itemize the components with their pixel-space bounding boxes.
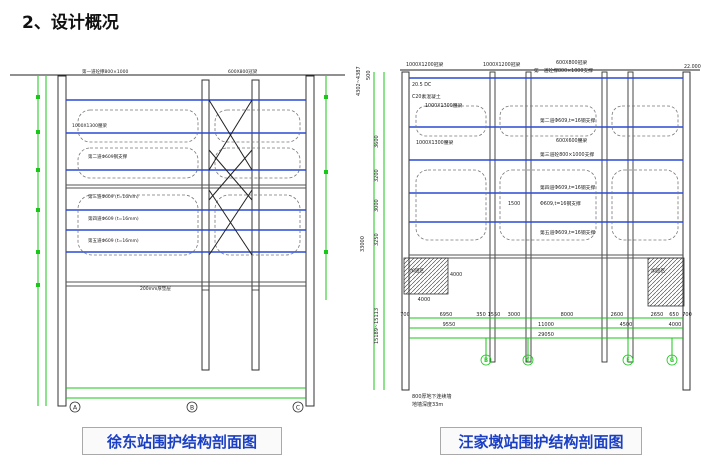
right-axis-b: B xyxy=(484,357,488,364)
dim-h-2: 3600 xyxy=(374,135,380,148)
dim-r1-6: 2600 xyxy=(611,312,624,318)
dim-h-7: 15189~15113 xyxy=(374,308,380,344)
label-strut1: 第一道砼撑800×1000支撑 xyxy=(534,67,593,74)
dim-r1-8: 650 xyxy=(669,312,679,318)
dim-total: 29050 xyxy=(538,332,554,338)
label-beam2: 1000X1300腰梁 xyxy=(425,102,462,109)
caption-right: 汪家墩站围护结构剖面图 xyxy=(440,427,642,455)
dim-r1-9: 700 xyxy=(682,312,692,318)
dim-r2-0: 9550 xyxy=(443,322,456,328)
left-axis-a: A xyxy=(73,405,78,412)
label-strut3: 第三道砼800×1000支撑 xyxy=(540,151,594,158)
label-strut5: Φ609,t=16钢支撑 xyxy=(540,200,581,207)
dim-h-1: 500 xyxy=(366,70,372,80)
svg-text:第四道Φ609 (t=16mm): 第四道Φ609 (t=16mm) xyxy=(88,215,139,222)
dim-r1-0: 700 xyxy=(400,312,410,318)
dim-r1-7: 2650 xyxy=(651,312,664,318)
label-soil: 20.5 DC xyxy=(412,82,432,88)
right-wall xyxy=(305,75,315,407)
right-fig-right-wall xyxy=(682,71,691,391)
reinforce-zone-right xyxy=(647,257,685,307)
svg-text:第三道Φ609 (t=16mm): 第三道Φ609 (t=16mm) xyxy=(88,193,139,200)
left-wall xyxy=(57,75,67,407)
right-axis-c: C xyxy=(526,357,530,364)
dim-h-3: 3200 xyxy=(374,169,380,182)
right-axis-g: G xyxy=(670,357,675,364)
label-elev: 22.000 xyxy=(684,64,701,70)
label-strut4: 第四道Φ609,t=16钢支撑 xyxy=(540,184,595,191)
dim-h-0: 4302~4387 xyxy=(356,66,362,96)
left-section-drawing: 第一道砼撑800×1000 600X800冠梁 1000X1300腰梁 第二道Φ… xyxy=(10,68,345,413)
svg-text:第一道砼撑800×1000: 第一道砼撑800×1000 xyxy=(82,68,128,75)
label-beam-mid: 1000X1200冠梁 xyxy=(483,61,520,68)
dim-r2-1: 11000 xyxy=(538,322,554,328)
label-reinf-right: 加固区 xyxy=(651,267,666,274)
label-beam-left: 1000X1200冠梁 xyxy=(406,61,443,68)
right-axis-f: F xyxy=(626,357,630,364)
label-reinf-left: 加固区 xyxy=(410,267,425,274)
note-depth: 地墙深度33m xyxy=(412,401,443,408)
caption-left: 徐东站围护结构剖面图 xyxy=(82,427,282,455)
reinforce-zone-left xyxy=(403,257,449,295)
left-axis-b: B xyxy=(190,405,194,412)
label-strut6: 第五道Φ609,t=16钢支撑 xyxy=(540,229,595,236)
left-axis-c: C xyxy=(296,405,300,412)
dim-h-5: 3250 xyxy=(374,233,380,246)
right-fig-left-wall xyxy=(401,71,410,391)
dim-r1-3: 1550 xyxy=(488,312,501,318)
svg-text:200mm厚垫层: 200mm厚垫层 xyxy=(140,285,171,292)
label-c20: C20素混凝土 xyxy=(412,93,441,100)
label-col-h: 1500 xyxy=(508,201,520,207)
svg-text:第二道Φ609钢支撑: 第二道Φ609钢支撑 xyxy=(88,153,128,160)
dim-r1-5: 8000 xyxy=(561,312,574,318)
dim-h-4: 3000 xyxy=(374,199,380,212)
svg-text:1000X1300腰梁: 1000X1300腰梁 xyxy=(72,122,107,129)
dim-h-total: 33000 xyxy=(360,236,366,252)
right-section-drawing xyxy=(373,69,700,391)
dim-r1-4: 3000 xyxy=(508,312,521,318)
svg-text:第五道Φ609 (t=16mm): 第五道Φ609 (t=16mm) xyxy=(88,237,139,244)
note-wall: 800厚地下连续墙 xyxy=(412,393,452,400)
dim-r1-1: 6950 xyxy=(440,312,453,318)
dim-r1-2: 350 xyxy=(476,312,486,318)
dim-r2-2: 4500 xyxy=(620,322,633,328)
label-strut2: 第二道Φ609,t=16钢支撑 xyxy=(540,117,595,124)
dim-r2-3: 4000 xyxy=(669,322,682,328)
svg-text:600X800冠梁: 600X800冠梁 xyxy=(228,68,258,75)
label-beam4: 1000X1300腰梁 xyxy=(416,139,453,146)
label-beam3: 600X600腰梁 xyxy=(556,137,587,144)
label-beam-top: 600X800冠梁 xyxy=(556,59,587,66)
label-pile-h: 4000 xyxy=(450,272,462,278)
dim-under-block: 4000 xyxy=(418,297,431,303)
slide-title: 2、设计概况 xyxy=(22,13,119,33)
